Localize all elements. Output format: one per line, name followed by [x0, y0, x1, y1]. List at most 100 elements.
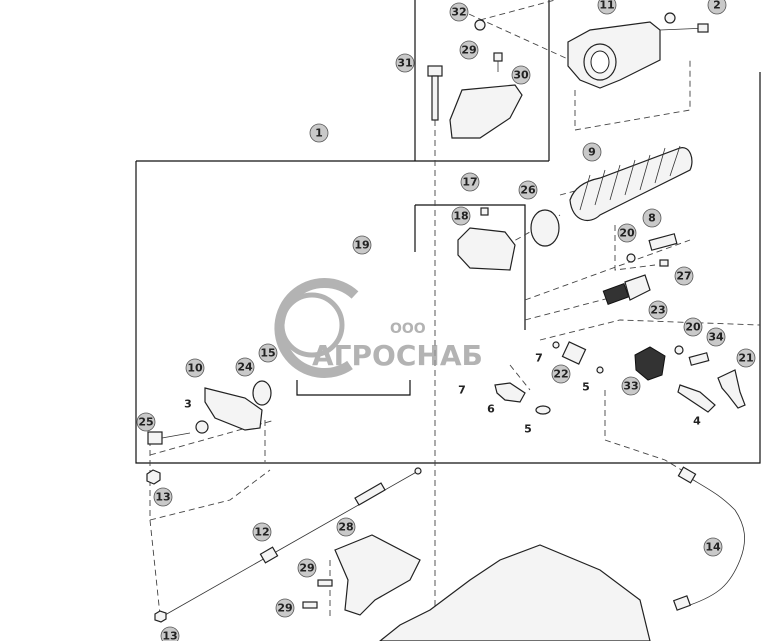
svg-text:31: 31 [397, 57, 412, 70]
svg-text:23: 23 [650, 304, 665, 317]
callout-6: 6 [487, 403, 495, 416]
svg-text:24: 24 [237, 361, 253, 374]
callout-32: 32 [449, 2, 469, 22]
seal-part [674, 345, 684, 355]
callout-15: 15 [258, 343, 278, 363]
nut-part [154, 610, 167, 623]
callout-5-b: 5 [524, 423, 532, 436]
callout-13-b: 13 [160, 626, 180, 641]
callout-18: 18 [451, 206, 471, 226]
fitting-part [561, 341, 587, 365]
svg-text:21: 21 [738, 352, 753, 365]
callout-14: 14 [703, 537, 723, 557]
parts [146, 12, 746, 641]
svg-text:34: 34 [708, 331, 724, 344]
svg-text:1: 1 [315, 127, 323, 140]
callout-10: 10 [185, 358, 205, 378]
seal-part [596, 366, 604, 374]
callout-22: 22 [551, 364, 571, 384]
bushing-part [252, 380, 272, 406]
svg-text:30: 30 [513, 69, 529, 82]
callout-26: 26 [518, 180, 538, 200]
hydraulic-pipe-part [689, 477, 745, 606]
svg-text:19: 19 [354, 239, 369, 252]
callouts: 32 11 2 29 31 30 1 9 17 26 18 8 20 19 27… [136, 0, 756, 641]
elbow-fitting-part [717, 369, 746, 409]
callout-24: 24 [235, 357, 255, 377]
callout-12: 12 [252, 522, 272, 542]
seal-part [552, 341, 560, 349]
callout-8: 8 [642, 208, 662, 228]
gear-center-icon [279, 292, 345, 358]
callout-13-a: 13 [153, 487, 173, 507]
svg-text:15: 15 [260, 347, 275, 360]
bolt-part [147, 431, 191, 445]
watermark-small-text: ООО [390, 321, 426, 337]
svg-text:17: 17 [462, 176, 477, 189]
callout-21: 21 [736, 348, 756, 368]
callout-29-low: 29 [275, 598, 295, 618]
control-cable-part [164, 467, 422, 616]
washer-part [195, 420, 209, 434]
svg-text:8: 8 [648, 212, 656, 225]
screw-part [493, 52, 503, 72]
svg-text:12: 12 [254, 526, 269, 539]
valve-block-part [457, 227, 516, 271]
svg-text:13: 13 [155, 491, 170, 504]
callout-19: 19 [352, 235, 372, 255]
callout-4: 4 [693, 415, 701, 428]
svg-text:29: 29 [277, 602, 292, 615]
callout-34: 34 [706, 327, 726, 347]
lever-plate-part [204, 387, 263, 431]
screw-part [317, 579, 333, 587]
screw-part [480, 207, 489, 216]
actuator-cylinder-part [567, 12, 709, 89]
svg-text:25: 25 [138, 416, 153, 429]
svg-text:11: 11 [599, 0, 614, 12]
callout-7-b: 7 [458, 384, 466, 397]
o-ring-part [530, 209, 560, 247]
housing-part [379, 544, 651, 641]
nut-part [474, 19, 486, 31]
agrosnab-watermark: ООО АГРОСНАБ [274, 278, 483, 378]
callout-7-a: 7 [535, 352, 543, 365]
svg-text:20: 20 [685, 321, 701, 334]
cable-bracket-part [334, 534, 421, 616]
svg-text:14: 14 [705, 541, 721, 554]
callout-11: 11 [597, 0, 617, 15]
seal-part [626, 253, 636, 263]
svg-text:32: 32 [451, 6, 466, 19]
svg-text:27: 27 [676, 270, 691, 283]
callout-20-b: 20 [683, 317, 703, 337]
svg-text:10: 10 [187, 362, 203, 375]
svg-text:28: 28 [338, 521, 353, 534]
solenoid-part [602, 274, 651, 305]
svg-text:22: 22 [553, 368, 568, 381]
callout-29-top: 29 [459, 40, 479, 60]
callout-1: 1 [309, 123, 329, 143]
svg-text:26: 26 [520, 184, 536, 197]
bracket-part [449, 84, 523, 139]
callout-30: 30 [511, 65, 531, 85]
fitting-part [688, 352, 710, 366]
svg-text:29: 29 [461, 44, 476, 57]
callout-23: 23 [648, 300, 668, 320]
callout-25: 25 [136, 412, 156, 432]
callout-9: 9 [582, 142, 602, 162]
plug-part [494, 382, 526, 403]
watermark-brand-text: АГРОСНАБ [312, 339, 483, 372]
svg-text:20: 20 [619, 227, 635, 240]
callout-2: 2 [707, 0, 727, 15]
callout-27: 27 [674, 266, 694, 286]
solenoid-valve-part [634, 346, 666, 381]
svg-text:29: 29 [299, 562, 314, 575]
clip-part [535, 405, 551, 415]
callout-5-a: 5 [582, 381, 590, 394]
callout-31: 31 [395, 53, 415, 73]
callout-3: 3 [184, 398, 192, 411]
callout-29-mid: 29 [297, 558, 317, 578]
screw-part [302, 601, 318, 609]
svg-text:18: 18 [453, 210, 468, 223]
svg-text:9: 9 [588, 146, 596, 159]
